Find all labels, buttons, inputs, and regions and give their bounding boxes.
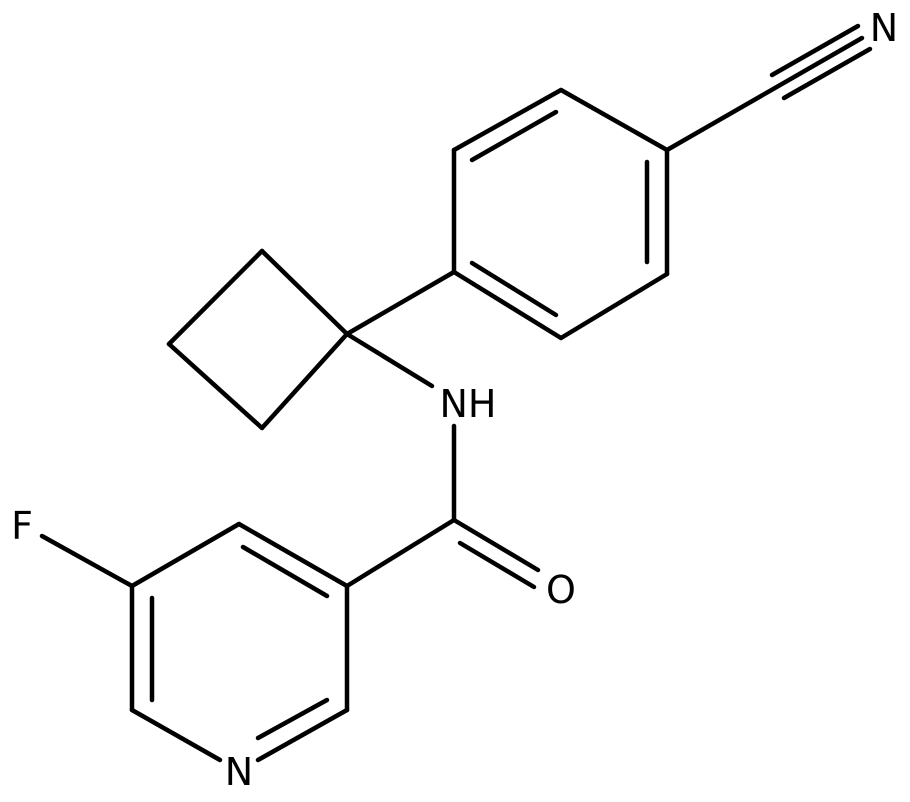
benzene-bond-2 (451, 87, 564, 153)
nitrile-nitrogen-label: N (870, 6, 898, 50)
carbonyl-oxygen-label: O (546, 568, 576, 612)
benzene-bond-1 (558, 87, 670, 153)
benzene-inner-double-1 (469, 109, 559, 163)
nitrile-triple-bond-upper (769, 23, 861, 78)
fluorine-label: F (11, 504, 33, 548)
cyclobutyl-nh-bond (344, 331, 435, 389)
cyclobutane-bond-1 (259, 248, 350, 337)
nitrile-group (664, 23, 873, 153)
carbonyl-double-bond-outer (451, 517, 541, 573)
nitrile-triple-bond-lower (781, 46, 873, 101)
benzene-inner-double-2 (469, 260, 559, 318)
cyclobutane-bond-3 (166, 341, 265, 431)
pyridine-bond-1 (236, 521, 350, 589)
aryl-cyclobutyl-bond (344, 269, 457, 337)
cyclobutane-bond-2 (166, 248, 265, 347)
benzene-ring (451, 87, 670, 341)
pyridine-nitrogen-label: N (225, 750, 253, 794)
nitrile-triple-bond-center (664, 35, 865, 153)
pyridine-bond-4 (129, 707, 223, 763)
benzene-bond-5 (558, 271, 670, 341)
pyridine-bond-5 (255, 707, 350, 763)
pyridine-inner-double-1 (240, 544, 330, 599)
cyclobutane-bond-4 (259, 331, 350, 431)
pyridine-inner-double-3 (255, 697, 330, 741)
fluorine-bond (39, 533, 135, 589)
benzene-bond-4 (451, 269, 564, 341)
pyridine-bond-2 (129, 521, 242, 589)
amide-nh-label: NH (440, 382, 497, 426)
carbonyl-ring-bond (344, 517, 457, 589)
pyridine-ring (129, 521, 350, 763)
carbonyl-double-bond-inner (457, 540, 537, 590)
cyclobutane-ring (166, 248, 350, 431)
amide-group (344, 331, 541, 590)
